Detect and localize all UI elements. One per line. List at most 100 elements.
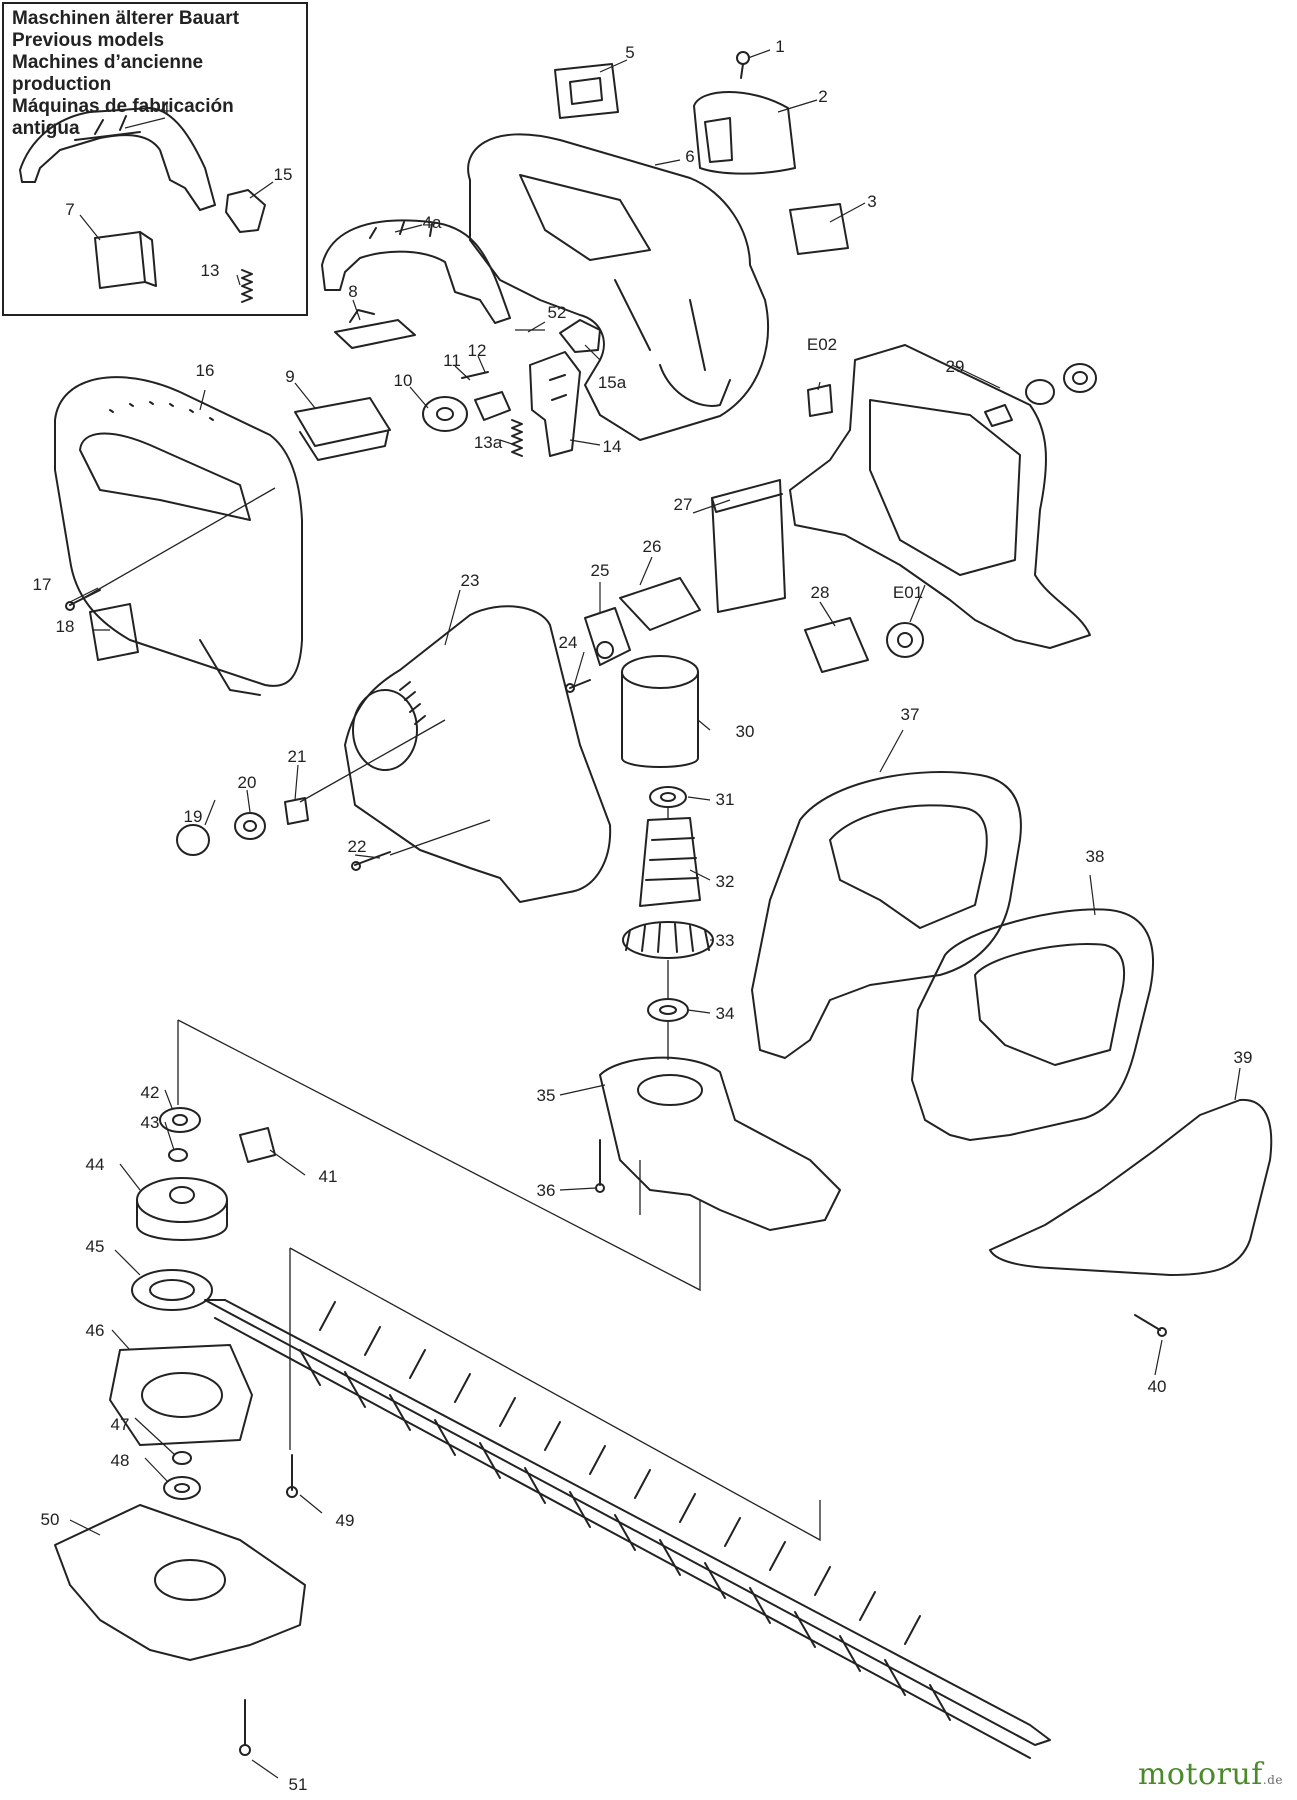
part-label-2: 2 (818, 87, 827, 106)
crank-45 (131, 1269, 213, 1311)
ring-part-a (1025, 379, 1055, 405)
battery-E02 (807, 384, 833, 417)
handle-4a (321, 219, 511, 324)
part-label-30: 30 (736, 722, 755, 741)
part-label-23: 23 (461, 571, 480, 590)
spacer-E01 (886, 622, 924, 658)
legend-title-de: Maschinen älterer Bauart (12, 8, 240, 29)
part-label-20: 20 (238, 773, 257, 792)
part-label-26: 26 (643, 537, 662, 556)
bearing-31 (649, 786, 687, 808)
gear-cover-50 (54, 1504, 306, 1661)
part-label-17: 17 (33, 575, 52, 594)
part-label-9: 9 (285, 367, 294, 386)
brush-holder-26 (619, 577, 701, 631)
brand-tld: .de (1262, 1773, 1283, 1787)
switch-5 (554, 63, 619, 119)
switch-unit-11 (474, 391, 511, 421)
bearing-48 (163, 1476, 201, 1500)
part-label-33: 33 (716, 931, 735, 950)
part-label-34: 34 (716, 1004, 735, 1023)
part-label-29: 29 (946, 357, 965, 376)
grip-16 (54, 376, 303, 696)
leader-lines (69, 49, 1241, 1779)
screw-22 (351, 851, 391, 871)
gear-44 (136, 1177, 228, 1241)
legend-part-label-7: 7 (65, 200, 74, 219)
housing-6 (467, 133, 769, 441)
legend-title-en: Previous models (12, 30, 165, 51)
cap-19 (176, 824, 210, 856)
clip-41 (239, 1127, 276, 1163)
bearing-34 (647, 998, 689, 1022)
part-label-16: 16 (196, 361, 215, 380)
part-label-5: 5 (625, 43, 634, 62)
part-label-12: 12 (468, 341, 487, 360)
brush-holder-25 (584, 607, 631, 666)
part-label-15a: 15a (598, 373, 627, 392)
spring-13a (511, 419, 523, 457)
part-label-43: 43 (141, 1113, 160, 1132)
part-label-1: 1 (775, 37, 784, 56)
part-label-41: 41 (319, 1167, 338, 1186)
ring-part-b (1063, 363, 1097, 393)
legend-title-es: Máquinas de fabricación antigua (12, 96, 234, 139)
part-label-10: 10 (394, 371, 413, 390)
part-label-14: 14 (603, 437, 622, 456)
part-label-31: 31 (716, 790, 735, 809)
part-label-6: 6 (685, 147, 694, 166)
lever-15a (559, 319, 601, 353)
loop-handle-38 (911, 908, 1155, 1141)
part-label-E01: E01 (893, 583, 923, 602)
plate-46 (109, 1344, 253, 1446)
part-label-18: 18 (56, 617, 75, 636)
motor-sleeve-30 (621, 655, 699, 768)
brand-name: motoruf (1137, 1757, 1263, 1792)
part-label-28: 28 (811, 583, 830, 602)
part-label-E02: E02 (807, 335, 837, 354)
part-label-47: 47 (111, 1415, 130, 1434)
legend-part-label-13: 13 (201, 261, 220, 280)
part-label-13a: 13a (474, 433, 503, 452)
old-spring-part (241, 269, 253, 303)
screw-36 (595, 1139, 605, 1193)
part-label-11: 11 (443, 351, 461, 370)
part-label-21: 21 (288, 747, 307, 766)
legend-part-label-4: 4 (160, 99, 169, 118)
motoruf-logo: motoruf.de (1138, 1757, 1283, 1792)
part-label-38: 38 (1086, 847, 1105, 866)
old-switch-part (94, 231, 157, 289)
part-label-22: 22 (348, 837, 367, 856)
part-label-8: 8 (348, 282, 357, 301)
part-label-37: 37 (901, 705, 920, 724)
part-label-36: 36 (537, 1181, 556, 1200)
nut-21 (284, 797, 309, 825)
part-label-35: 35 (537, 1086, 556, 1105)
screw-24 (565, 679, 591, 693)
battery-27 (711, 479, 786, 613)
legend-part-label-15: 15 (274, 165, 293, 184)
pin-12 (461, 371, 489, 379)
dial-10 (422, 396, 468, 432)
guard-39 (989, 1098, 1273, 1276)
cap-2 (693, 91, 796, 175)
part-label-32: 32 (716, 872, 735, 891)
housing-23 (344, 605, 612, 903)
old-lever-part (225, 189, 266, 233)
screw-17 (65, 589, 101, 611)
part-label-44: 44 (86, 1155, 105, 1174)
part-label-25: 25 (591, 561, 610, 580)
label-18 (89, 603, 139, 661)
trigger-14 (529, 351, 581, 457)
loop-handle-37 (751, 771, 1022, 1059)
part-label-27: 27 (674, 495, 693, 514)
screw-49 (286, 1454, 298, 1498)
part-label-46: 46 (86, 1321, 105, 1340)
fan-33 (622, 921, 714, 959)
part-label-48: 48 (111, 1451, 130, 1470)
part-label-40: 40 (1148, 1377, 1167, 1396)
label-3 (789, 203, 849, 255)
part-label-42: 42 (141, 1083, 160, 1102)
part-label-52: 52 (548, 303, 567, 322)
